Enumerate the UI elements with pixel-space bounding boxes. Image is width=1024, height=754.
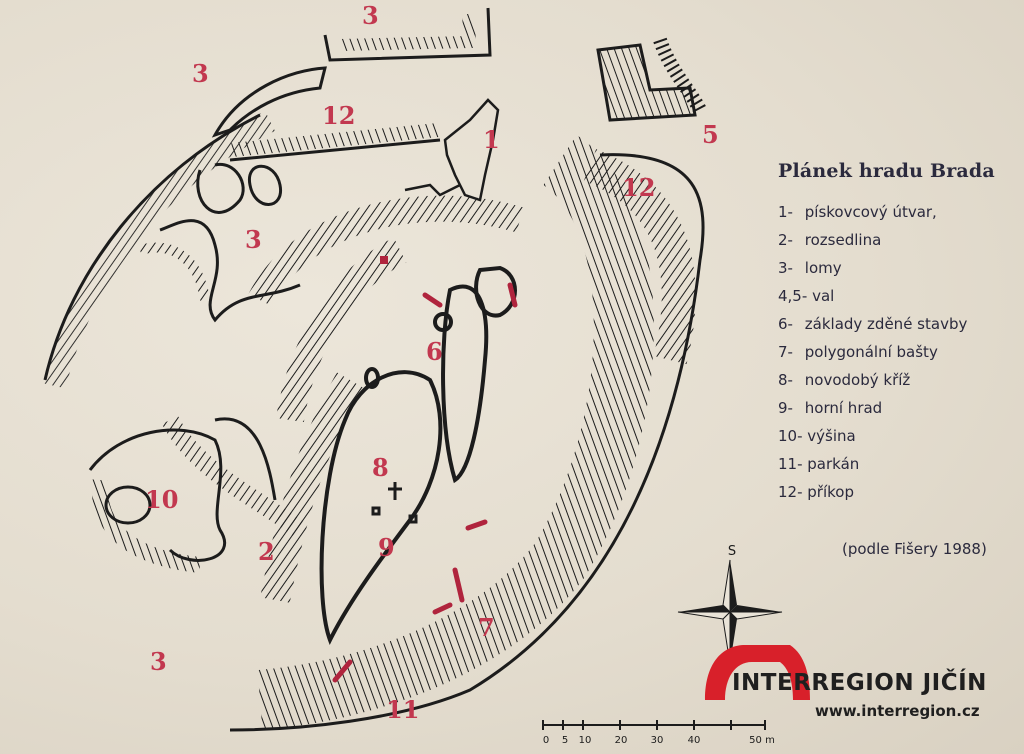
compass-north-label: S bbox=[728, 544, 736, 559]
logo-url: www.interregion.cz bbox=[815, 702, 980, 720]
outer-rampart-west bbox=[43, 111, 275, 389]
scale-tick-40: 40 bbox=[688, 735, 701, 746]
map-label-11: 11 bbox=[386, 695, 419, 724]
map-label-7: 7 bbox=[478, 613, 495, 642]
legend-num: 2- bbox=[778, 231, 793, 249]
east-ditch bbox=[229, 135, 705, 732]
legend-num: 1- bbox=[778, 203, 793, 221]
map-label-1: 1 bbox=[483, 125, 500, 154]
map-label-3-west: 3 bbox=[245, 225, 262, 254]
map-label-3-north: 3 bbox=[362, 1, 379, 30]
scale-tick-10: 10 bbox=[579, 735, 592, 746]
logo-name: INTERREGION JIČÍN bbox=[732, 670, 987, 696]
legend-num: 7- bbox=[778, 343, 793, 361]
legend-num: 9- bbox=[778, 399, 793, 417]
modern-cross bbox=[371, 482, 418, 524]
map-label-8: 8 bbox=[372, 453, 389, 482]
scale-tick-20: 20 bbox=[615, 735, 628, 746]
map-label-10: 10 bbox=[145, 485, 178, 514]
polygonal-bastions bbox=[332, 256, 518, 683]
legend-item: 2- rozsedlina bbox=[778, 226, 1018, 254]
legend-text: pískovcový útvar, bbox=[804, 203, 937, 221]
legend-text: val bbox=[812, 287, 835, 305]
legend-num: 10- bbox=[778, 427, 803, 445]
central-hill-slope bbox=[248, 195, 524, 603]
legend-item: 6- základy zděné stavby bbox=[778, 310, 1018, 338]
legend-text: novodobý kříž bbox=[804, 371, 911, 389]
legend-num: 6- bbox=[778, 315, 793, 333]
map-label-5: 5 bbox=[702, 120, 719, 149]
source-citation: (podle Fišery 1988) bbox=[842, 540, 987, 558]
legend-item: 10- výšina bbox=[778, 422, 1018, 450]
legend-item: 4,5- val bbox=[778, 282, 1018, 310]
compass-rose: S bbox=[677, 544, 783, 665]
legend-title: Plánek hradu Brada bbox=[778, 160, 995, 182]
legend-item: 11- parkán bbox=[778, 450, 1018, 478]
legend-num: 8- bbox=[778, 371, 793, 389]
scale-tick-5: 5 bbox=[562, 735, 568, 746]
legend-item: 12- příkop bbox=[778, 478, 1018, 506]
scale-bar: 0 5 10 20 30 40 50 m bbox=[542, 720, 775, 746]
map-label-2: 2 bbox=[258, 537, 275, 566]
north-rampart bbox=[211, 7, 492, 162]
legend-text: výšina bbox=[807, 427, 856, 445]
legend-text: rozsedlina bbox=[804, 231, 882, 249]
upper-castle-walls bbox=[319, 265, 517, 646]
legend-item: 8- novodobý kříž bbox=[778, 366, 1018, 394]
interregion-logo-mark bbox=[705, 645, 810, 700]
map-legend: Plánek hradu Brada 1- pískovcový útvar, … bbox=[778, 160, 1018, 506]
legend-num: 3- bbox=[778, 259, 793, 277]
scale-tick-0: 0 bbox=[543, 735, 549, 746]
legend-num: 4,5- bbox=[778, 287, 808, 305]
map-label-3-south: 3 bbox=[150, 647, 167, 676]
legend-text: polygonální bašty bbox=[804, 343, 938, 361]
legend-num: 11- bbox=[778, 455, 803, 473]
northeast-rampart bbox=[596, 37, 707, 122]
legend-item: 1- pískovcový útvar, bbox=[778, 198, 1018, 226]
legend-text: parkán bbox=[807, 455, 860, 473]
legend-text: základy zděné stavby bbox=[804, 315, 968, 333]
southwest-features bbox=[88, 415, 306, 573]
legend-item: 3- lomy bbox=[778, 254, 1018, 282]
legend-num: 12- bbox=[778, 483, 803, 501]
legend-text: příkop bbox=[807, 483, 854, 501]
legend-text: horní hrad bbox=[804, 399, 883, 417]
map-label-12-east: 12 bbox=[622, 173, 655, 202]
map-label-6: 6 bbox=[426, 337, 443, 366]
map-label-9: 9 bbox=[378, 533, 395, 562]
legend-item: 7- polygonální bašty bbox=[778, 338, 1018, 366]
scale-tick-30: 30 bbox=[651, 735, 664, 746]
scale-tick-50: 50 m bbox=[749, 735, 775, 746]
map-label-3-northwest: 3 bbox=[192, 59, 209, 88]
legend-text: lomy bbox=[804, 259, 842, 277]
map-label-12-north: 12 bbox=[322, 101, 355, 130]
legend-item: 9- horní hrad bbox=[778, 394, 1018, 422]
sandstone-rock bbox=[404, 98, 500, 202]
